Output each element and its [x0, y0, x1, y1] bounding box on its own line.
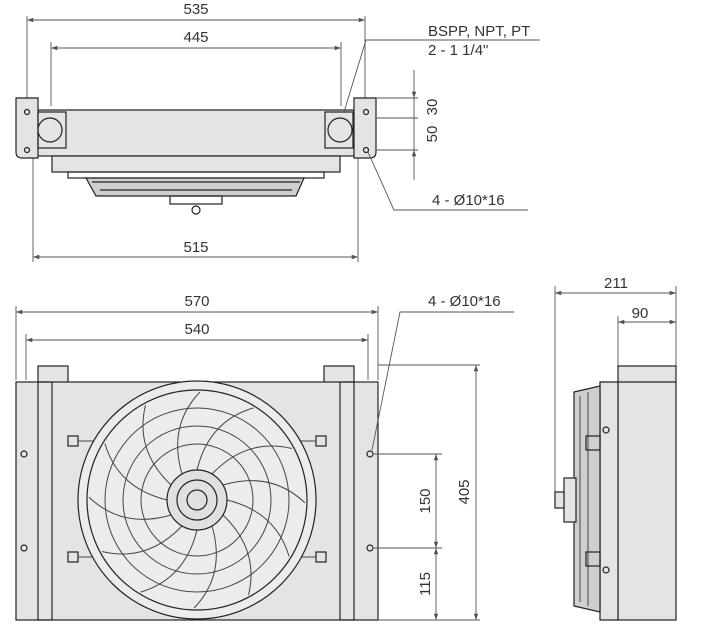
fan-blade: [177, 391, 201, 475]
side-dim-211: 211: [604, 275, 628, 292]
fan-blade: [88, 496, 172, 520]
top-view: 535 445 515 BSPP, NPT, PT 2 - 1 1/4": [15, 1, 540, 262]
front-dim-570: 570: [184, 293, 209, 310]
front-dim-150: 150: [417, 488, 434, 513]
top-dim-50: 50: [424, 126, 441, 143]
top-dim-30: 30: [424, 99, 441, 116]
fan-blade: [101, 525, 183, 555]
side-dim-90: 90: [632, 305, 649, 322]
top-dim-515: 515: [183, 239, 208, 256]
fan-blade: [193, 525, 217, 609]
fan-blade: [140, 529, 198, 593]
fan-guard-icon: [77, 380, 317, 620]
port-size-label: 2 - 1 1/4": [428, 42, 488, 59]
front-dim-115: 115: [417, 572, 434, 596]
fan-blade: [104, 443, 168, 501]
top-holes-label: 4 - Ø10*16: [432, 192, 505, 209]
inlet-port-icon: [37, 117, 63, 143]
top-dim-445: 445: [183, 29, 208, 46]
port-thread-label: BSPP, NPT, PT: [428, 23, 530, 40]
front-dim-540: 540: [184, 321, 209, 338]
fan-blade: [222, 514, 252, 596]
fan-blade: [142, 404, 172, 486]
front-dim-405: 405: [456, 479, 473, 504]
fan-blade: [211, 445, 293, 475]
front-view: 570 540: [15, 293, 514, 621]
fan-blade: [222, 480, 306, 504]
front-holes-label: 4 - Ø10*16: [428, 293, 501, 310]
top-dim-535: 535: [183, 1, 208, 18]
fan-blade: [196, 407, 254, 471]
fan-blade: [226, 499, 290, 557]
outlet-port-icon: [327, 117, 353, 143]
side-view: 211 90: [554, 275, 677, 621]
